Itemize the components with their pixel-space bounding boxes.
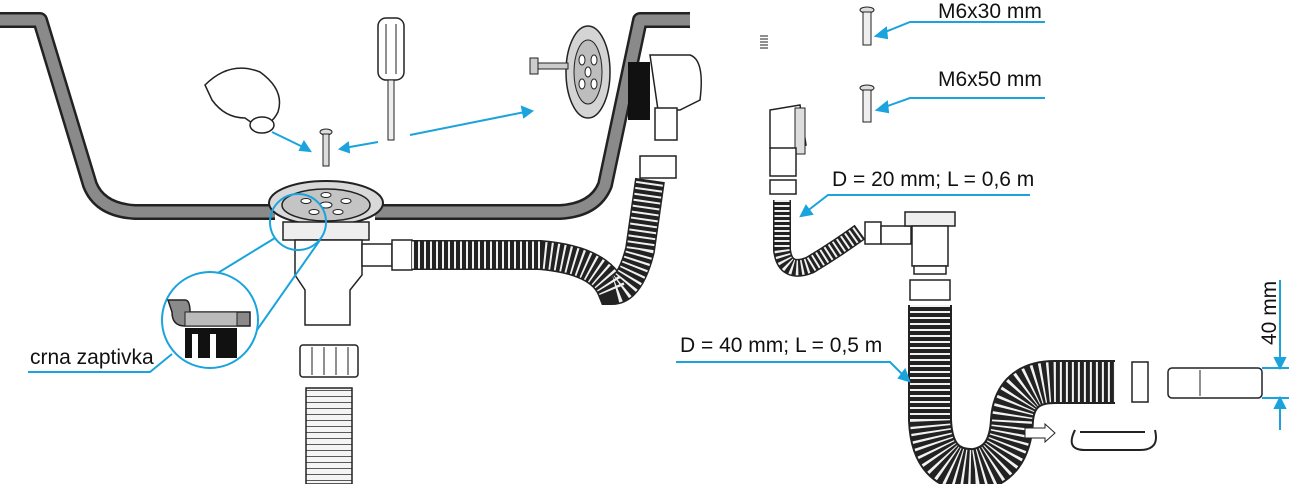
screw-long-label: M6x50 mm xyxy=(938,68,1042,91)
overflow-screw-icon xyxy=(529,57,569,75)
hose-small-label: D = 20 mm; L = 0,6 m xyxy=(832,168,1035,191)
screwdriver-icon xyxy=(377,17,405,141)
overflow-cover xyxy=(565,25,611,119)
sink-basin xyxy=(0,12,690,220)
hose-coupling xyxy=(1131,361,1149,403)
siphon-head xyxy=(864,211,956,301)
overflow-hose-nut xyxy=(639,155,677,179)
screw-m6x50-icon xyxy=(859,84,875,123)
drain-strainer xyxy=(268,180,384,226)
hose-small-leader xyxy=(799,194,1030,218)
hose-clip-icon xyxy=(1070,429,1157,451)
gasket-label: crna zaptivka xyxy=(30,346,154,369)
hose-small xyxy=(773,200,866,277)
gasket-leader xyxy=(28,353,173,373)
clip-arrow-icon xyxy=(1024,422,1056,444)
overflow-fitting-small xyxy=(769,104,807,195)
hose-large xyxy=(908,305,1115,484)
corrugated-hose-vertical xyxy=(305,387,353,484)
hose-large-label: D = 40 mm; L = 0,5 m xyxy=(680,334,883,357)
height-label: 40 mm xyxy=(1258,280,1281,345)
drain-body xyxy=(282,221,413,326)
screw-leaders xyxy=(873,21,1045,114)
spring-icon xyxy=(760,35,768,49)
overflow-hose xyxy=(412,177,665,306)
drain-nut xyxy=(299,344,359,378)
hose-large-leader xyxy=(676,361,911,383)
screw-m6x30-icon xyxy=(859,6,875,46)
wall-adapter xyxy=(1167,367,1263,399)
hand-icon xyxy=(204,67,281,134)
screw-short-label: M6x30 mm xyxy=(938,0,1042,23)
overflow-fitting xyxy=(628,54,702,141)
height-dimension xyxy=(1262,280,1289,430)
gasket-detail xyxy=(161,193,327,369)
assembly-arrows xyxy=(271,105,535,154)
drain-screw-icon xyxy=(319,128,333,167)
